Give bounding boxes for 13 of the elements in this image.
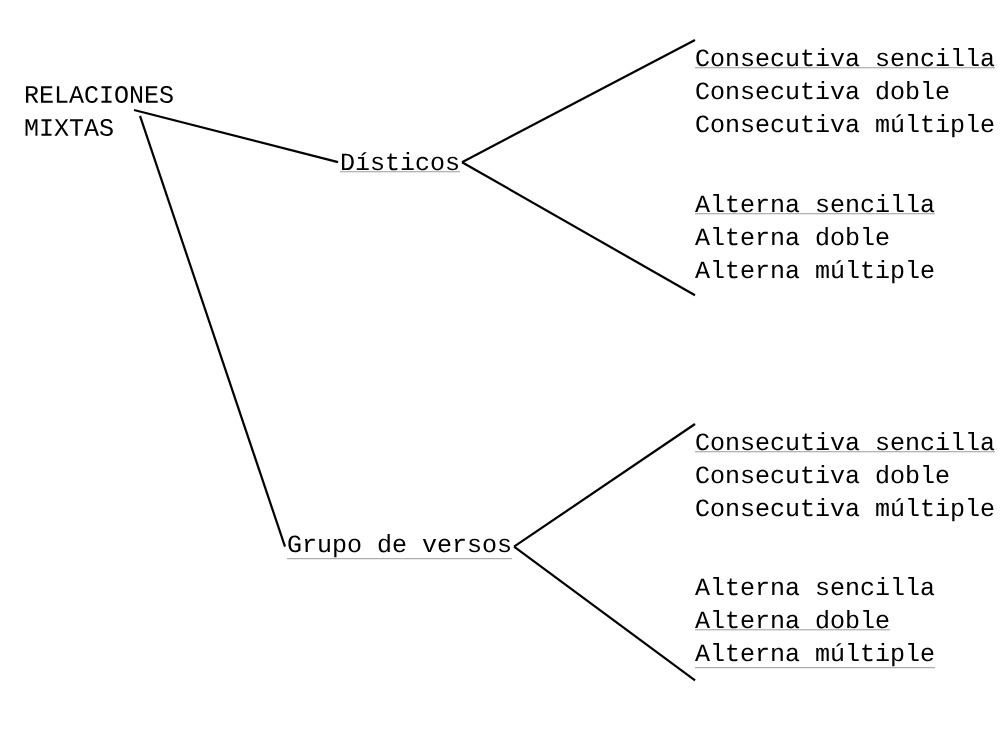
branch-label: Dísticos bbox=[339, 152, 461, 172]
branch-line bbox=[513, 423, 696, 548]
branch-line bbox=[138, 115, 287, 547]
item-list: Consecutiva sencilla Consecutiva doble Consecutiva múltiple bbox=[694, 432, 996, 522]
item-list: Alterna sencilla Alterna doble Alterna múltiple bbox=[694, 577, 936, 668]
item-list: Alterna sencilla Alterna doble Alterna múltiple bbox=[694, 194, 936, 284]
branch-line bbox=[513, 545, 696, 682]
branch-line bbox=[461, 161, 696, 297]
item-list: Consecutiva sencilla Consecutiva doble Consecutiva múltiple bbox=[694, 48, 996, 138]
root-label: RELACIONES MIXTAS bbox=[25, 86, 173, 136]
branch-label: Grupo de versos bbox=[286, 534, 513, 559]
branch-line bbox=[133, 108, 339, 164]
branch-line bbox=[461, 39, 696, 164]
